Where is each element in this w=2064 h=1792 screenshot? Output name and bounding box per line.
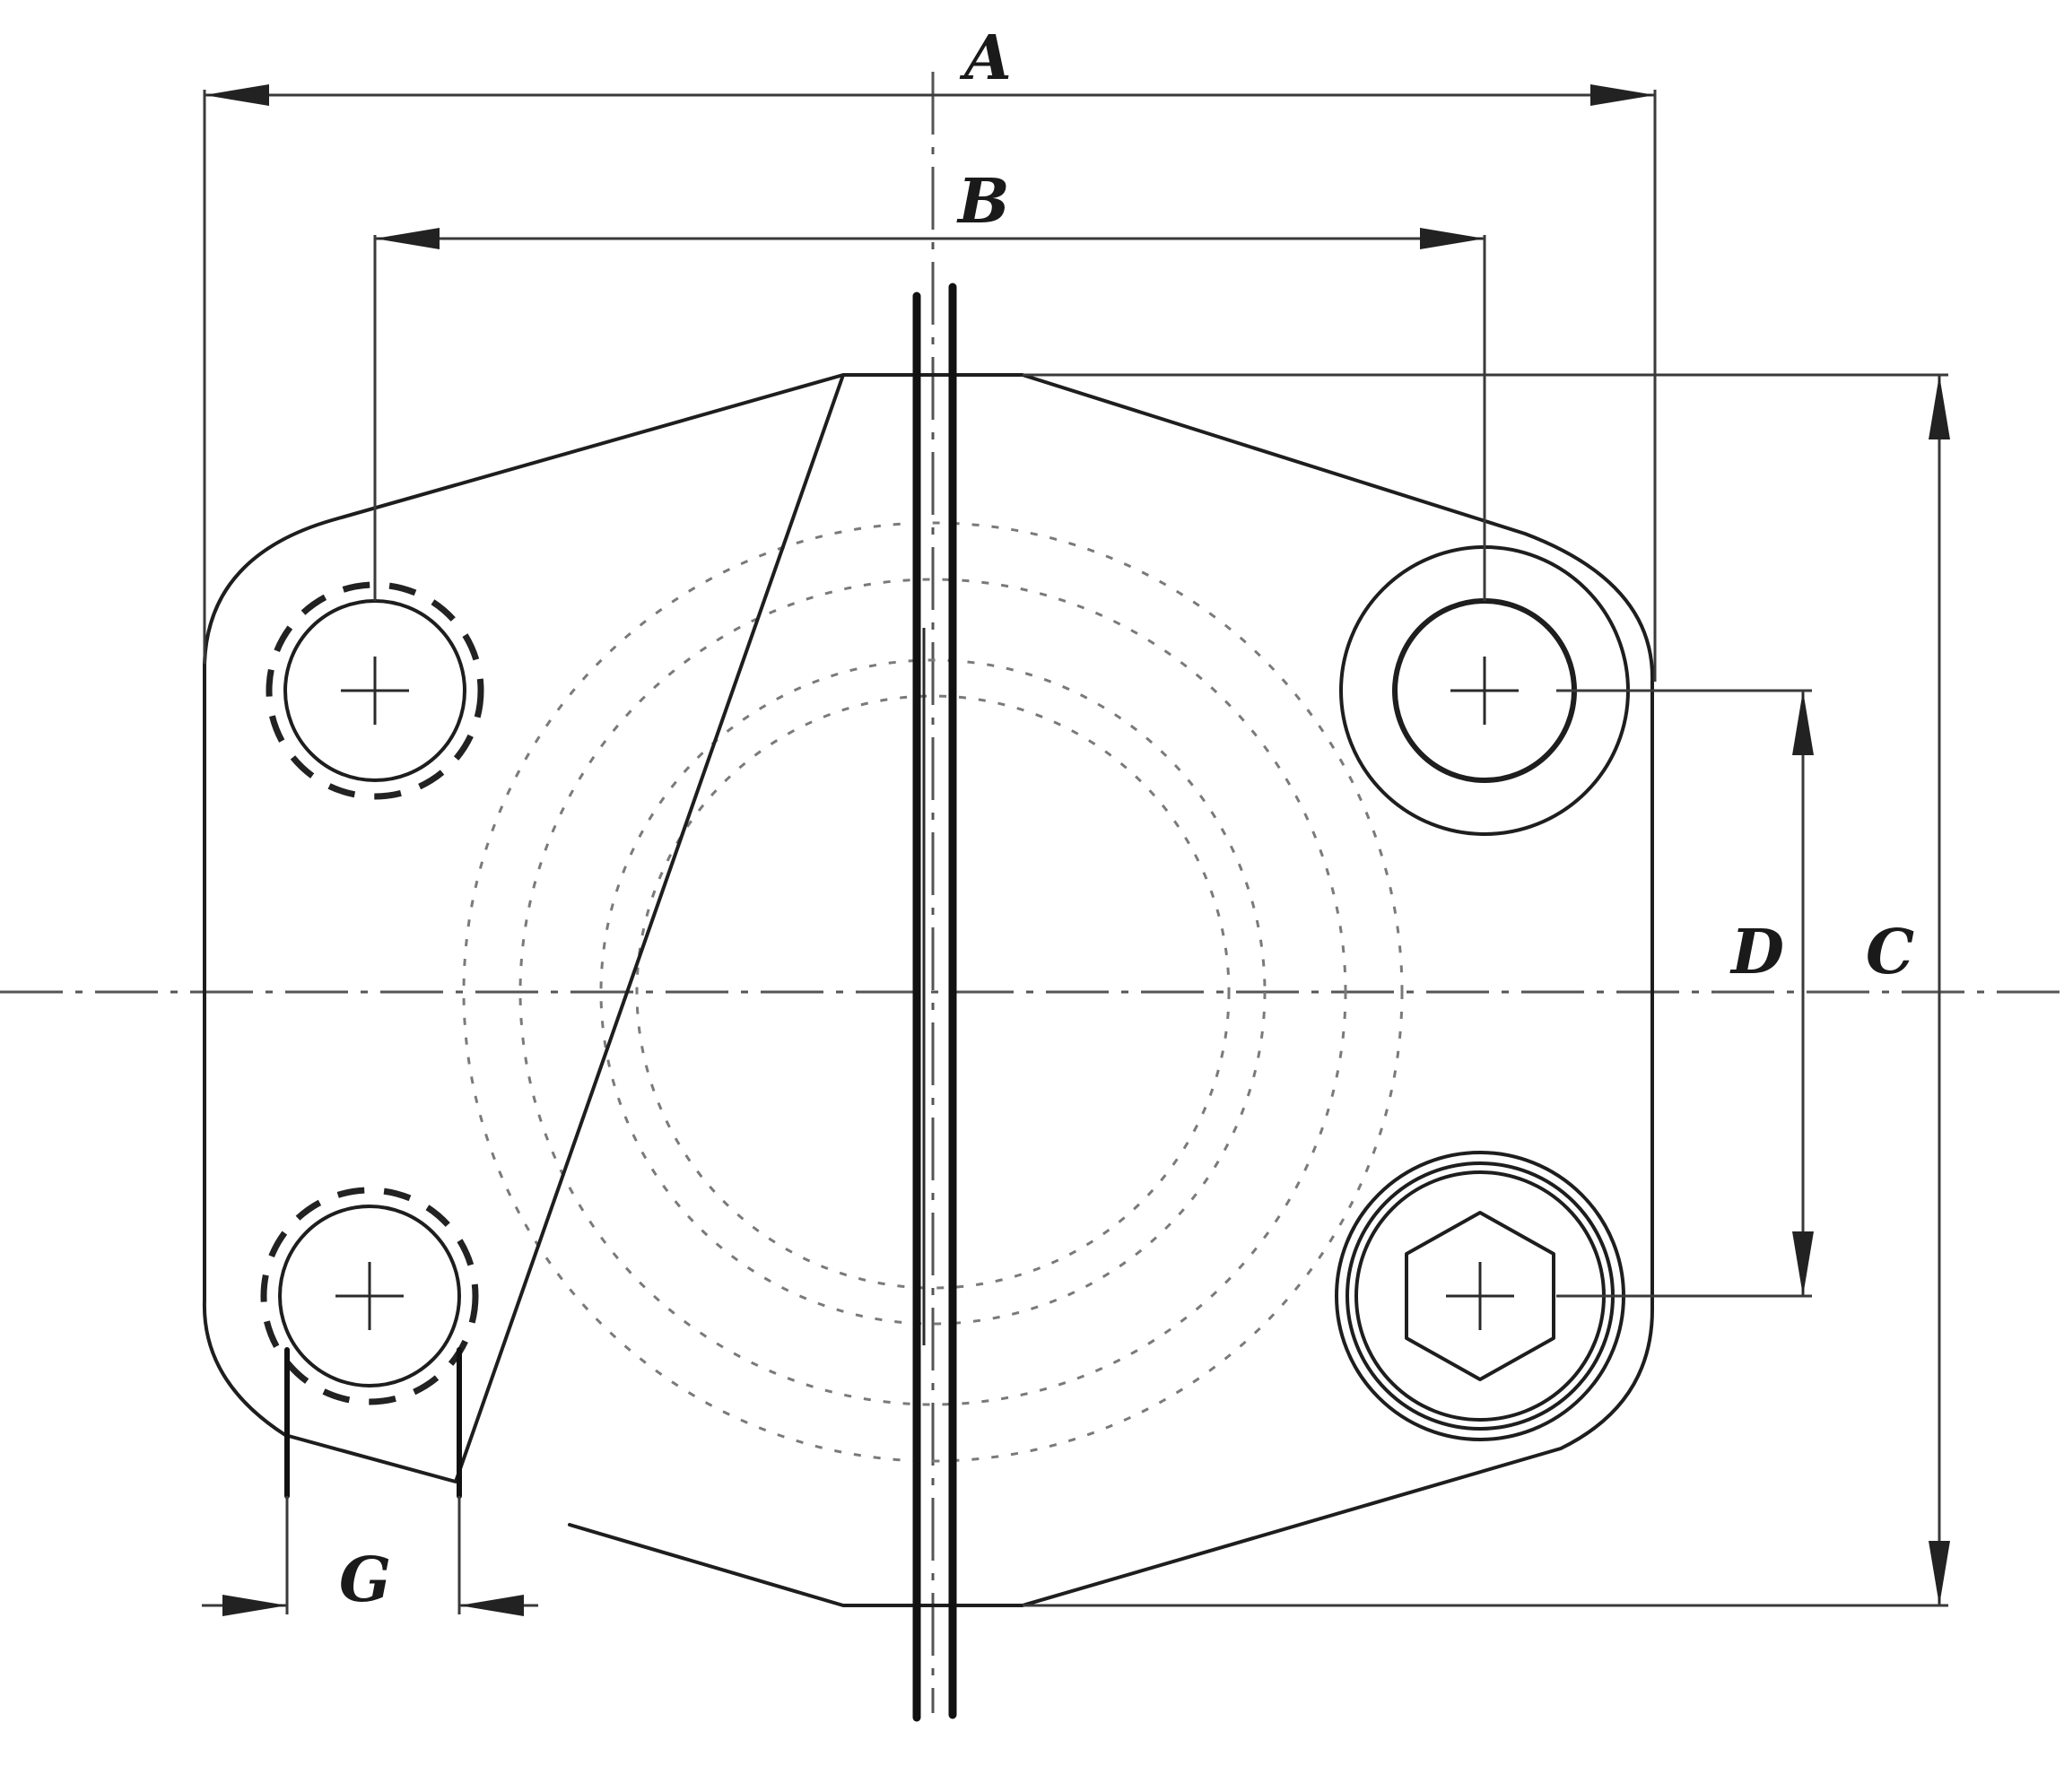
dimension-c xyxy=(1023,373,1950,1607)
dimension-d xyxy=(1556,689,1814,1298)
bolt-top-left xyxy=(266,581,484,800)
dimension-a xyxy=(203,84,1657,682)
dimension-b xyxy=(373,228,1486,601)
hidden-port-circles xyxy=(462,521,1404,1463)
label-a: A xyxy=(959,22,1012,94)
dimension-g xyxy=(202,1496,538,1616)
label-b: B xyxy=(956,166,1009,238)
label-d: D xyxy=(1729,917,1784,988)
label-g: G xyxy=(339,1544,391,1616)
label-c: C xyxy=(1866,917,1914,988)
split-line xyxy=(912,283,957,1722)
bolt-bottom-left xyxy=(260,1187,479,1499)
